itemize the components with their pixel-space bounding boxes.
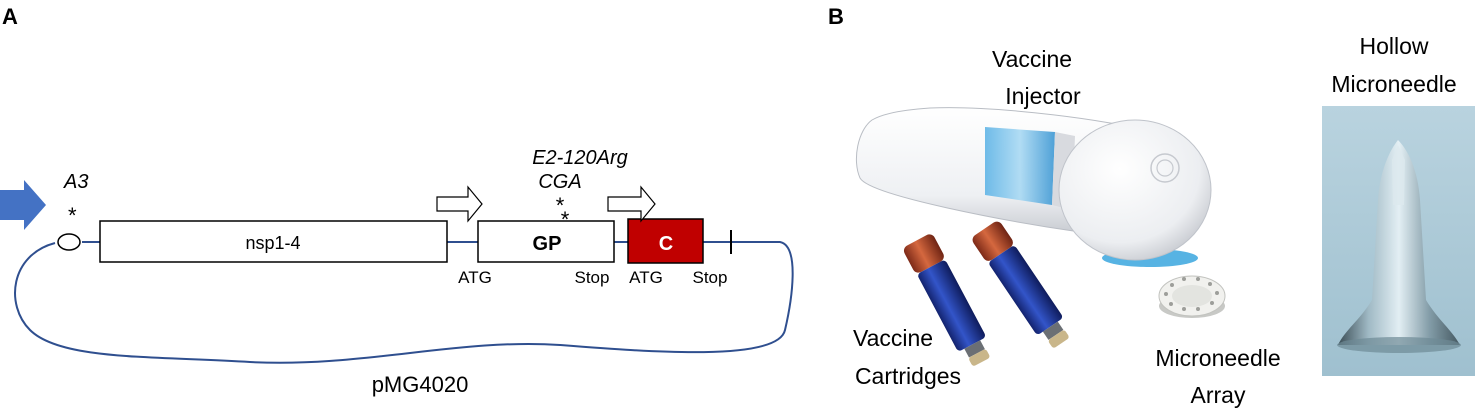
annotation-stop-c: Stop xyxy=(693,268,728,287)
origin-oval xyxy=(57,233,81,251)
vaccine-cartridge-image xyxy=(972,221,1069,348)
annotation-atg-c: ATG xyxy=(629,268,663,287)
plasmid-line xyxy=(14,241,794,364)
label-injector-line2: Injector xyxy=(1005,83,1081,109)
panel-b: B xyxy=(828,4,1475,408)
label-needle-line1: Hollow xyxy=(1359,33,1428,59)
plasmid-name: pMG4020 xyxy=(372,372,469,397)
gene-box-nsp xyxy=(99,220,448,263)
microneedle-array-image xyxy=(1158,275,1226,318)
label-array-line2: Array xyxy=(1191,382,1246,408)
transcription-arrow-icon xyxy=(436,185,483,223)
gene-label-nsp: nsp1-4 xyxy=(245,233,300,253)
transcription-arrow-icon xyxy=(607,185,656,223)
label-array-line1: Microneedle xyxy=(1155,345,1280,371)
vaccine-injector-image xyxy=(855,107,1212,267)
promoter-label: A3 xyxy=(63,171,88,193)
annotation-stop-gp: Stop xyxy=(575,268,610,287)
mutation-label-1: E2-120Arg xyxy=(532,147,628,169)
gene-label-c: C xyxy=(659,233,673,255)
label-cartridges-line2: Cartridges xyxy=(855,363,961,389)
label-needle-line2: Microneedle xyxy=(1331,71,1456,97)
label-cartridges-line1: Vaccine xyxy=(853,325,933,351)
panel-b-letter: B xyxy=(828,4,844,29)
promoter-asterisk: * xyxy=(68,203,77,228)
annotation-atg-gp: ATG xyxy=(458,268,492,287)
mutation-asterisk-2: * xyxy=(561,207,570,232)
mutation-asterisk-1: * xyxy=(556,193,565,218)
label-injector-line1: Vaccine xyxy=(992,46,1072,72)
gene-label-gp: GP xyxy=(533,233,562,255)
hollow-microneedle-image xyxy=(1322,106,1475,376)
vaccine-cartridge-image xyxy=(903,234,990,366)
gene-box-gp xyxy=(477,220,615,263)
gene-box-c xyxy=(627,218,704,264)
mutation-label-2: CGA xyxy=(538,171,581,193)
promoter-arrow-icon xyxy=(0,180,46,230)
panel-a: A A3 * nsp1-4 GP C E2-120Arg CGA * * ATG… xyxy=(0,4,794,397)
panel-a-letter: A xyxy=(2,4,18,29)
